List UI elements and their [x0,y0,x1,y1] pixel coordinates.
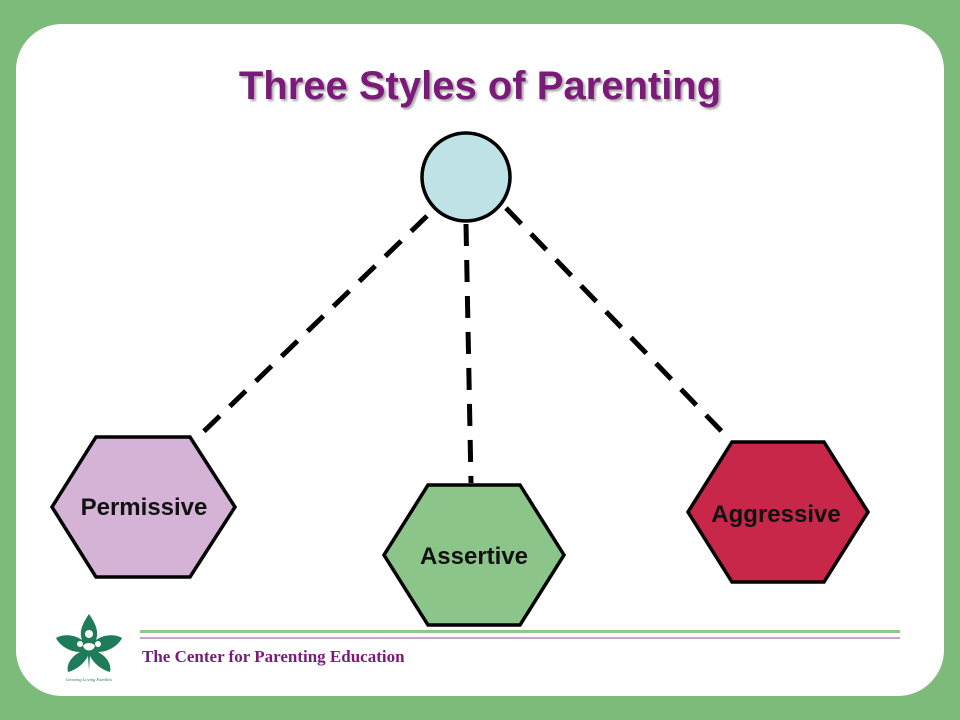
logo-tagline: Growing Loving Families [66,677,113,682]
assertive-label: Assertive [420,543,528,570]
top-circle [420,131,512,223]
connector-permissive [196,214,429,439]
slide-title: Three Styles of Parenting [238,64,722,108]
assertive-hexagon [381,483,567,627]
organization-name: The Center for Parenting Education [142,647,405,666]
footer-divider-green [140,630,900,633]
aggressive-label: Aggressive [711,501,840,528]
leaf-family-logo-icon: Growing Loving Families [56,614,122,682]
aggressive-node: Aggressive [685,440,871,584]
aggressive-hexagon [685,440,871,584]
assertive-node: Assertive [381,483,567,627]
permissive-hexagon [49,435,238,579]
connector-assertive [463,223,474,484]
connector-aggressive [504,206,732,442]
permissive-label: Permissive [81,494,208,521]
permissive-node: Permissive [49,435,238,579]
footer-divider-purple [140,637,900,639]
